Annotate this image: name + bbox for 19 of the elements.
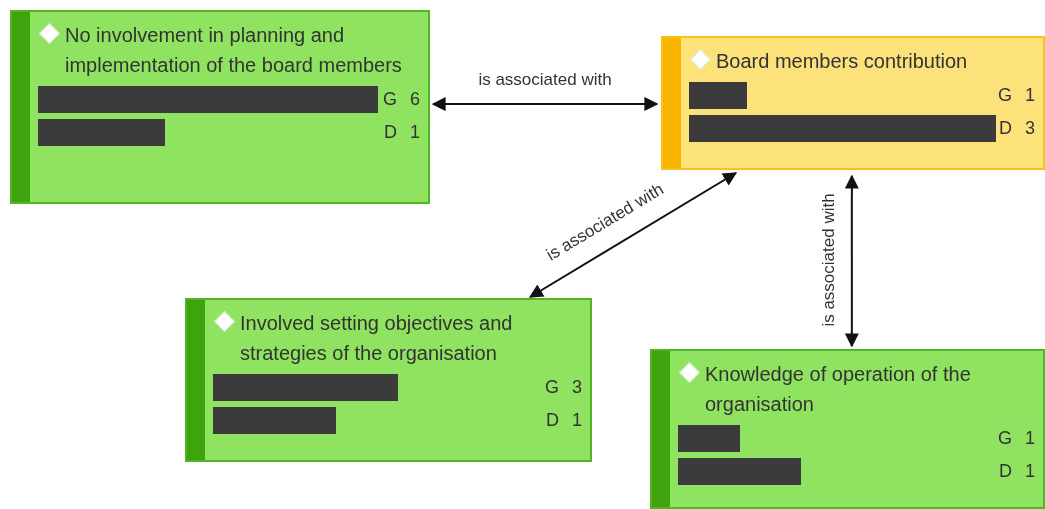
count-value: G 1 bbox=[998, 84, 1035, 107]
node-title: No involvement in planning and implementation of the board members bbox=[65, 23, 403, 78]
node-title: Involved setting objectives and strategies of the organisation bbox=[240, 311, 514, 366]
code-box bbox=[10, 10, 430, 204]
node-title: Board members contribution bbox=[716, 49, 968, 74]
count-value: D 1 bbox=[998, 460, 1035, 483]
node-title: Knowledge of operation of the organisation bbox=[705, 362, 972, 417]
code-box bbox=[185, 298, 592, 462]
code-box bbox=[650, 349, 1045, 509]
code-box bbox=[661, 36, 1045, 170]
arrow bbox=[528, 172, 738, 298]
count-value: D 1 bbox=[545, 409, 582, 432]
count-value: G 1 bbox=[998, 427, 1035, 450]
count-value: D 1 bbox=[383, 121, 420, 144]
count-value: G 6 bbox=[383, 88, 420, 111]
arrow bbox=[431, 96, 659, 112]
arrow bbox=[844, 174, 859, 348]
count-value: G 3 bbox=[545, 376, 582, 399]
count-value: D 3 bbox=[998, 117, 1035, 140]
